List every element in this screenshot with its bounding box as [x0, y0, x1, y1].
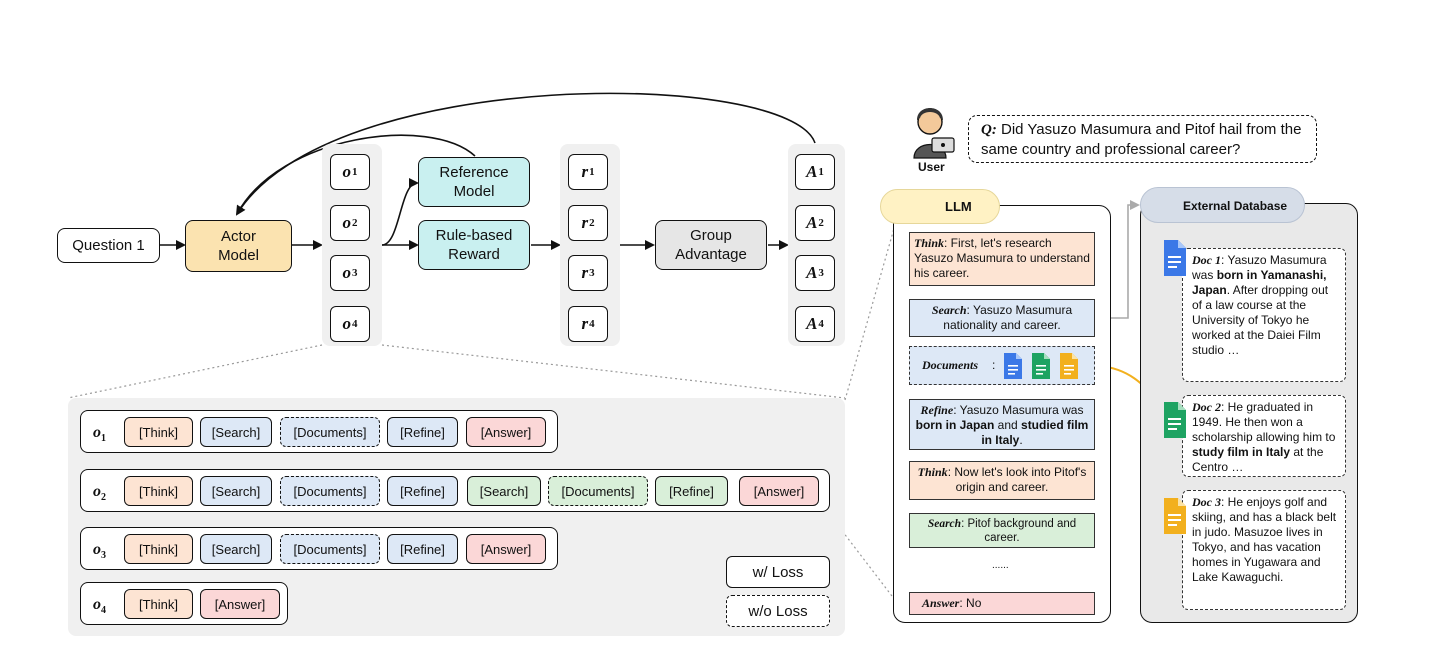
- doc-1: Doc 1: Yasuzo Masumura was born in Yaman…: [1182, 248, 1346, 382]
- tag-answer: [Answer]: [739, 476, 819, 506]
- llm-label: LLM: [945, 199, 972, 214]
- tag-search: [Search]: [200, 476, 272, 506]
- reference-model-box: Reference Model: [418, 157, 530, 207]
- group-advantage-label: Group Advantage: [675, 227, 747, 263]
- arrow-reference-actor: [236, 134, 476, 215]
- doc-1-blue-icon: [1164, 240, 1186, 276]
- llm-tab: [880, 189, 1000, 224]
- reward-box: Rule-based Reward: [418, 220, 530, 270]
- doc-3: Doc 3: He enjoys golf and skiing, and ha…: [1182, 490, 1346, 610]
- tag-refine-2: [Refine]: [655, 476, 728, 506]
- group-advantage-box: Group Advantage: [655, 220, 767, 270]
- user-icon: [913, 108, 955, 159]
- tag-think: [Think]: [124, 417, 193, 447]
- rollout-label-o4: o4: [93, 596, 106, 617]
- tag-refine: [Refine]: [387, 476, 458, 506]
- legend-with-loss: w/ Loss: [726, 556, 830, 588]
- green-doc-icon: [1032, 353, 1050, 379]
- question-text: Did Yasuzo Masumura and Pitof hail from …: [981, 121, 1302, 158]
- tag-documents-2: [Documents]: [548, 476, 648, 506]
- llm-step-think-1: Think: First, let's research Yasuzo Masu…: [909, 232, 1095, 286]
- tag-search: [Search]: [200, 534, 272, 564]
- tag-answer: [Answer]: [200, 589, 280, 619]
- actor-model-box: Actor Model: [185, 220, 292, 272]
- rollout-label-o1: o1: [93, 424, 106, 445]
- doc-2-green-icon: [1164, 402, 1186, 438]
- tag-answer: [Answer]: [466, 417, 546, 447]
- reward-label: Rule-based Reward: [435, 227, 513, 263]
- tag-answer: [Answer]: [466, 534, 546, 564]
- tag-refine: [Refine]: [387, 534, 458, 564]
- rollout-label-o2: o2: [93, 483, 106, 504]
- blue-doc-icon: [1004, 353, 1022, 379]
- llm-step-search-1: Search: Yasuzo Masumura nationality and …: [909, 299, 1095, 337]
- database-tab: [1140, 187, 1305, 223]
- llm-step-refine: Refine: Yasuzo Masumura was born in Japa…: [909, 399, 1095, 450]
- arrow-outputs-reference: [381, 178, 419, 246]
- tag-think: [Think]: [124, 534, 193, 564]
- yellow-doc-icon: [1060, 353, 1078, 379]
- tag-search: [Search]: [200, 417, 272, 447]
- reference-model-label: Reference Model: [439, 164, 509, 200]
- arrow-search-database: [1095, 200, 1140, 319]
- database-label: External Database: [1183, 199, 1288, 213]
- user-label: User: [918, 160, 945, 174]
- actor-model-label: Actor Model: [218, 228, 259, 264]
- question-bubble: Q: Did Yasuzo Masumura and Pitof hail fr…: [968, 115, 1317, 163]
- tag-search-2: [Search]: [467, 476, 541, 506]
- database-doc-icons: [1164, 240, 1186, 534]
- rollout-label-o3: o3: [93, 541, 106, 562]
- tag-documents: [Documents]: [280, 476, 380, 506]
- llm-step-search-2: Search: Pitof background and career.: [909, 513, 1095, 548]
- document-icons: [1004, 353, 1078, 379]
- tag-documents: [Documents]: [280, 534, 380, 564]
- question-prefix: Q:: [981, 122, 997, 138]
- llm-ellipsis: ......: [992, 560, 1009, 571]
- legend-without-loss: w/o Loss: [726, 595, 830, 627]
- tag-think: [Think]: [124, 589, 193, 619]
- llm-step-answer: Answer: No: [909, 592, 1095, 615]
- llm-step-think-2: Think: Now let's look into Pitof's origi…: [909, 461, 1095, 500]
- tag-documents: [Documents]: [280, 417, 380, 447]
- tag-refine: [Refine]: [387, 417, 458, 447]
- question-box: Question 1: [57, 228, 160, 263]
- doc-3-yellow-icon: [1164, 498, 1186, 534]
- tag-think: [Think]: [124, 476, 193, 506]
- doc-2: Doc 2: He graduated in 1949. He then won…: [1182, 395, 1346, 477]
